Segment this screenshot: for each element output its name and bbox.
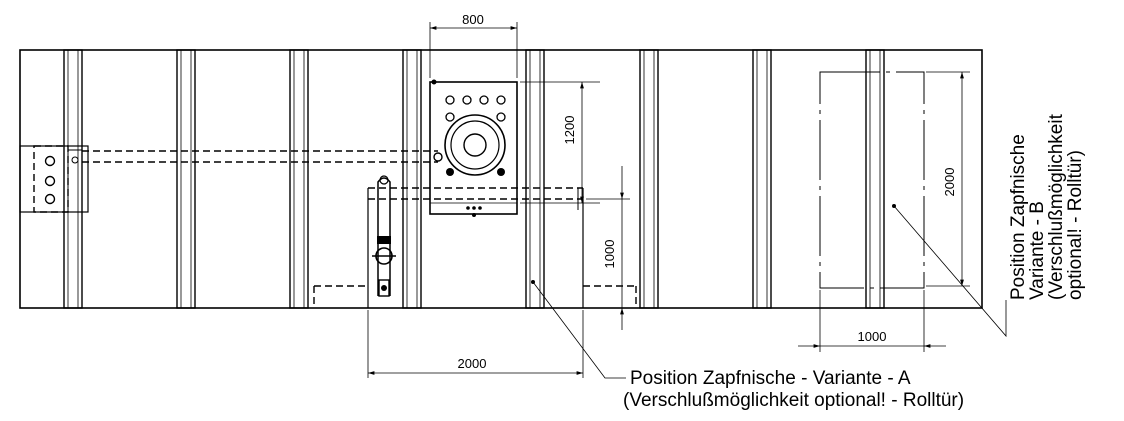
variant-b-label-line1: Position Zapfnische: [1008, 134, 1029, 300]
frame-posts: [63, 49, 885, 309]
dimension-label-1200: 1200: [562, 116, 577, 145]
niche-variant-b: [819, 71, 925, 289]
dimension-niche-a-width: 2000: [367, 310, 584, 378]
frame-post: [289, 49, 309, 309]
frame-post: [63, 49, 83, 309]
dimension-panel-width: 800: [429, 12, 518, 78]
variant-b-label: Position Zapfnische Variante - B (Versch…: [1008, 113, 1086, 300]
dimension-label-1000-b: 1000: [858, 329, 887, 344]
variant-b-label-line3: (Verschlußmöglichkeit: [1046, 113, 1067, 300]
frame-post: [402, 49, 422, 309]
variant-a-label-line1: Position Zapfnische - Variante - A: [630, 368, 911, 389]
leader-variant-a: [531, 280, 626, 379]
dimension-label-1000-a: 1000: [602, 240, 617, 269]
frame-post: [865, 49, 885, 309]
dimension-label-2000-a: 2000: [458, 356, 487, 371]
dimension-panel-height: 1200: [520, 81, 600, 204]
frame-post: [525, 49, 545, 309]
dimension-label-2000-b: 2000: [942, 168, 957, 197]
frame-post: [176, 49, 196, 309]
variant-b-label-line2: Variante - B: [1027, 201, 1048, 300]
left-connection-box: [19, 145, 89, 213]
dimension-niche-a-height: 1000: [586, 166, 630, 330]
niche-variant-a: [313, 187, 637, 308]
dimension-niche-b-width: 1000: [798, 290, 946, 352]
dimension-label-800: 800: [462, 12, 484, 27]
tap-panel: [429, 79, 518, 217]
variant-b-label-line4: optional! - Rolltür): [1065, 150, 1086, 300]
frame-post: [639, 49, 659, 309]
leader-variant-b: [892, 204, 1007, 338]
dimension-niche-b-height: 2000: [926, 71, 970, 287]
variant-a-label-line2: (Verschlußmöglichkeit optional! - Rolltü…: [623, 390, 964, 411]
container-outline: [19, 49, 983, 309]
riser-pipe-valve: [372, 175, 396, 297]
frame-post: [752, 49, 772, 309]
